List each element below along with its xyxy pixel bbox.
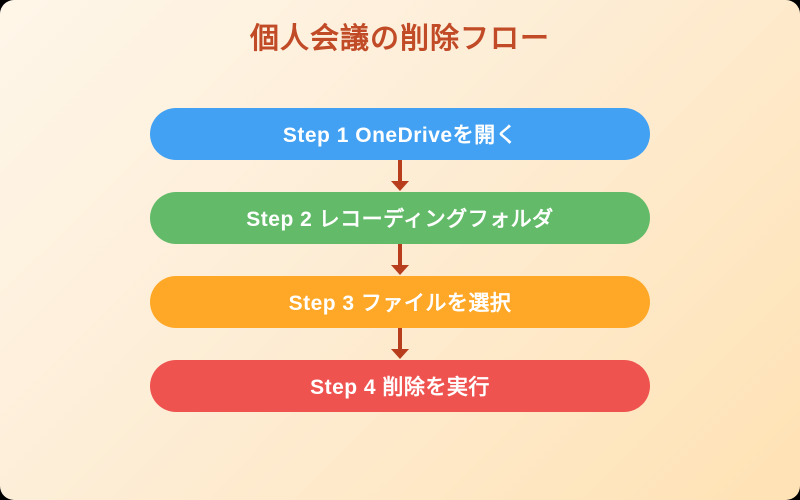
flowchart: Step 1 OneDriveを開く Step 2 レコーディングフォルダ St… xyxy=(150,108,650,412)
flow-step-2: Step 2 レコーディングフォルダ xyxy=(150,192,650,244)
down-arrow-icon xyxy=(391,160,409,191)
flow-step-4: Step 4 削除を実行 xyxy=(150,360,650,412)
down-arrow-icon xyxy=(391,244,409,275)
flow-step-1: Step 1 OneDriveを開く xyxy=(150,108,650,160)
down-arrow-icon xyxy=(391,328,409,359)
page-title: 個人会議の削除フロー xyxy=(249,23,550,55)
flow-step-3: Step 3 ファイルを選択 xyxy=(150,276,650,328)
